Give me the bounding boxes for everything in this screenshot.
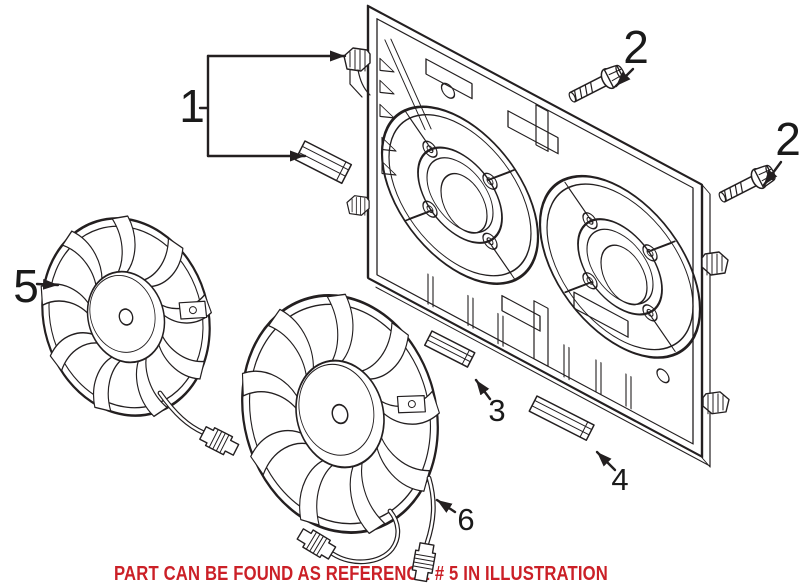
callout-1 <box>198 50 347 162</box>
leader-line-6 <box>435 498 457 514</box>
bracket-pad-1 <box>294 140 353 185</box>
bolt-lower <box>714 161 779 209</box>
leader-line-5 <box>35 278 60 290</box>
callout-label-2a: 2 <box>623 21 649 73</box>
leader-line-4 <box>595 450 617 472</box>
callout-label-5: 5 <box>13 260 39 312</box>
connector-fan-small <box>197 423 242 460</box>
mount-clip-right-lower <box>702 391 730 415</box>
bracket-pad-3 <box>423 330 476 368</box>
bracket-pad-4 <box>528 395 595 441</box>
line-art: 1 2 2 3 4 5 6 PART CAN BE FOUND AS REFER… <box>13 4 800 585</box>
mount-clip-1a <box>343 47 371 98</box>
leader-bracket <box>198 54 210 158</box>
callout-labels: 1 2 2 3 4 5 6 <box>13 21 800 537</box>
mount-clip-right-upper <box>701 251 729 276</box>
leader-line-3 <box>474 378 492 401</box>
wire-fan-small <box>157 390 242 460</box>
callout-label-4: 4 <box>611 462 628 497</box>
callout-label-2b: 2 <box>775 113 800 165</box>
callout-label-3: 3 <box>488 393 505 428</box>
callout-label-1: 1 <box>179 80 205 132</box>
callout-label-6: 6 <box>457 502 474 537</box>
illustration-note: PART CAN BE FOUND AS REFERENCE # 5 IN IL… <box>114 562 608 585</box>
cooling-fan-large <box>239 290 443 537</box>
cooling-fan-small <box>38 213 215 420</box>
fan-shroud <box>343 4 730 468</box>
callouts <box>35 50 783 514</box>
leader-line-2a <box>614 67 635 88</box>
leader-line-2b <box>762 160 783 187</box>
wire-fan-large-bottom <box>410 475 438 583</box>
mount-clip-left-lower <box>346 195 370 216</box>
wire-fan-large-left <box>294 508 401 565</box>
